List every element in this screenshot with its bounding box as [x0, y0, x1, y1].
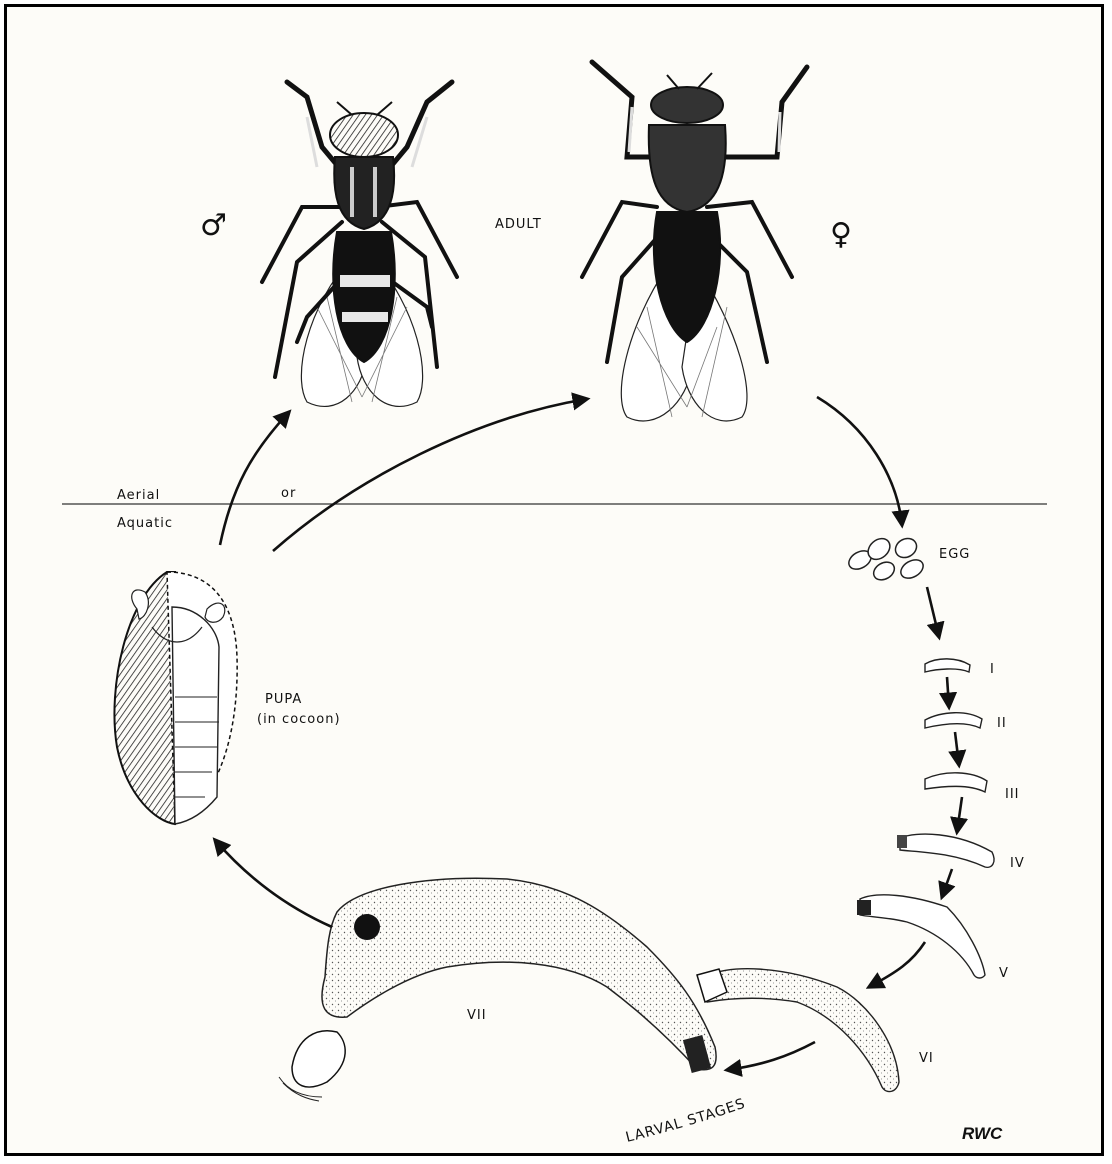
pupa-note-label: (in cocoon) [257, 712, 341, 727]
egg-cluster-illustration [846, 534, 927, 583]
instar-label-I: I [990, 662, 995, 677]
arrow-female-to-egg [817, 397, 902, 525]
aquatic-label: Aquatic [117, 516, 173, 531]
egg-label: EGG [939, 547, 970, 562]
instar-label-V: V [999, 966, 1009, 981]
adult-label: ADULT [495, 217, 542, 232]
signature: RWC [962, 1124, 1003, 1143]
larva-illustration [322, 878, 716, 1070]
larval-stages-caption: LARVAL STAGES [624, 1096, 748, 1146]
larva-illustration [860, 659, 994, 978]
instar-label-VI: VI [919, 1051, 934, 1066]
female-symbol: ♀ [830, 217, 852, 252]
fly-male-illustration [262, 82, 457, 406]
arrow-I-to-II [947, 677, 949, 707]
instar-label-II: II [997, 716, 1007, 731]
fly-female-illustration [582, 62, 807, 421]
arrow-egg-to-I [927, 587, 939, 637]
arrow-V-to-VI [869, 942, 925, 987]
arrow-II-to-III [955, 732, 959, 765]
pupa-cocoon-illustration [114, 572, 237, 824]
male-symbol: ♂ [200, 208, 227, 243]
or-label: or [281, 486, 296, 501]
life-cycle-diagram: ♂ ♀ ADULT Aerial or Aquatic EGG PUPA (in… [7, 7, 1107, 1159]
aerial-label: Aerial [117, 488, 160, 503]
instar-label-III: III [1005, 787, 1020, 802]
arrow-pupa-to-female [273, 399, 587, 551]
arrow-IV-to-V [942, 869, 952, 897]
life-cycle-figure: ♂ ♀ ADULT Aerial or Aquatic EGG PUPA (in… [4, 4, 1104, 1156]
arrow-III-to-IV [957, 797, 962, 832]
arrow-VI-to-VII [727, 1042, 815, 1070]
instar-label-VII: VII [467, 1008, 487, 1023]
instar-label-IV: IV [1010, 856, 1025, 871]
arrow-pupa-to-male [220, 412, 289, 545]
arrow-VII-to-pupa [215, 840, 332, 927]
pupa-label: PUPA [265, 692, 302, 707]
